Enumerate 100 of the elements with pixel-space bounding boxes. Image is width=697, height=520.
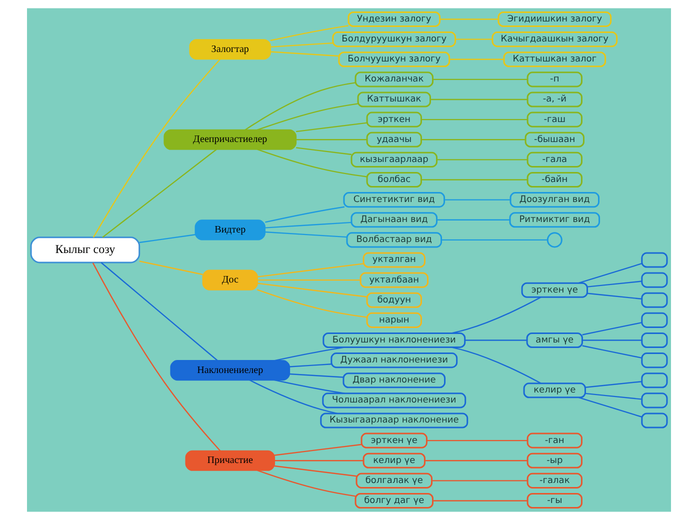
node-box: Каттышкак bbox=[356, 92, 430, 108]
node-box: -гаш bbox=[526, 112, 582, 128]
connector bbox=[450, 296, 541, 334]
connector bbox=[256, 263, 364, 278]
node-box: Доозулган вид bbox=[509, 192, 600, 208]
connector bbox=[584, 381, 642, 388]
node-box: -галак bbox=[526, 472, 582, 488]
connector bbox=[436, 219, 510, 220]
connector bbox=[92, 58, 220, 238]
connector bbox=[450, 346, 541, 384]
node-box bbox=[640, 352, 668, 368]
node-box: -ыр bbox=[526, 452, 582, 468]
connector bbox=[289, 364, 331, 368]
connector bbox=[296, 147, 352, 156]
node-box: Эгидиишкин залогу bbox=[497, 11, 612, 28]
node-box: Видтер bbox=[194, 220, 265, 240]
node-box: укталбаан bbox=[359, 272, 428, 288]
node-box bbox=[640, 372, 668, 388]
node-box bbox=[640, 332, 668, 348]
connector bbox=[420, 179, 527, 180]
node-box: Синтетиктиг вид bbox=[342, 192, 445, 208]
connector bbox=[244, 82, 356, 130]
node-box: кызыгаарлаар bbox=[350, 152, 438, 168]
node-box: Болуушкун наклонениези bbox=[322, 332, 466, 348]
connector bbox=[431, 480, 527, 482]
node-box: Болчуушкун залогу bbox=[338, 52, 450, 68]
connector bbox=[449, 58, 504, 60]
node-box: -п bbox=[526, 72, 582, 88]
connector bbox=[274, 444, 361, 456]
connector bbox=[256, 103, 358, 131]
connector bbox=[420, 118, 527, 120]
node-box: Причастие bbox=[184, 450, 275, 471]
connector bbox=[436, 159, 527, 160]
node-box: Ритмиктиг вид bbox=[508, 212, 600, 228]
connector bbox=[586, 292, 642, 300]
node-box: Кожаланчак bbox=[354, 72, 434, 88]
connector bbox=[578, 263, 642, 284]
node-box: -ган bbox=[526, 432, 582, 448]
connector bbox=[430, 98, 527, 100]
node-box: Дужаал наклонениези bbox=[330, 352, 458, 368]
node-box: Болдуруушкун залогу bbox=[332, 32, 456, 48]
node-box: -бышаан bbox=[524, 132, 584, 148]
connector bbox=[578, 396, 642, 418]
node-box: Двар наклонение bbox=[342, 372, 446, 388]
node-box bbox=[640, 392, 668, 408]
node-box: эрткен bbox=[366, 112, 422, 128]
node-box: Волбастаар вид bbox=[346, 232, 442, 248]
node-box bbox=[640, 252, 668, 268]
node-box: -гы bbox=[526, 492, 582, 509]
connector bbox=[424, 460, 527, 462]
connector bbox=[273, 346, 344, 362]
connector bbox=[273, 379, 344, 394]
connector bbox=[256, 289, 366, 318]
connector bbox=[440, 18, 498, 20]
connector bbox=[432, 500, 527, 502]
connector bbox=[270, 25, 348, 42]
node-box: бодуун bbox=[366, 292, 422, 308]
connector bbox=[582, 345, 642, 359]
connector bbox=[100, 262, 218, 362]
node-box: удаачы bbox=[366, 132, 422, 148]
node-box: болбас bbox=[366, 172, 422, 188]
node-box: Дагынаан вид bbox=[350, 212, 438, 228]
node-box: Залогтар bbox=[188, 39, 270, 60]
connector bbox=[138, 234, 195, 244]
connector bbox=[582, 322, 642, 336]
node-box: Кызыгаарлаар наклонение bbox=[320, 412, 468, 428]
connector bbox=[584, 392, 642, 400]
node-box bbox=[640, 312, 668, 328]
node-box bbox=[640, 412, 668, 428]
connector bbox=[296, 122, 367, 132]
connector bbox=[420, 139, 525, 140]
connector bbox=[138, 260, 202, 276]
connector bbox=[102, 148, 217, 238]
connector bbox=[248, 379, 337, 414]
connector bbox=[264, 231, 346, 238]
connector bbox=[274, 465, 356, 477]
connector bbox=[426, 440, 527, 442]
node-box: болгу даг үе bbox=[354, 492, 434, 509]
node-box: Чолшаарал наклонениези bbox=[322, 392, 466, 408]
connector bbox=[440, 239, 547, 241]
node-box: укталган bbox=[362, 252, 425, 268]
node-box: Наклонениелер bbox=[170, 360, 290, 381]
node-box: -а, -й bbox=[526, 92, 582, 108]
node-box: Деепричастиелер bbox=[163, 129, 296, 150]
node-box: амгы үе bbox=[526, 332, 582, 348]
connector bbox=[586, 280, 642, 288]
node-box: эрткен үе bbox=[520, 282, 588, 298]
connector bbox=[464, 340, 526, 341]
node-circle bbox=[546, 232, 562, 248]
connector bbox=[270, 51, 338, 57]
connector bbox=[257, 279, 360, 281]
connector bbox=[92, 262, 220, 452]
node-box bbox=[640, 292, 668, 308]
node-box: Кылыг созу bbox=[30, 236, 140, 264]
connector bbox=[264, 222, 351, 228]
node-box: Качыгдаашкын залогу bbox=[491, 32, 618, 48]
connector bbox=[444, 199, 510, 200]
connector bbox=[256, 148, 366, 178]
node-box: Каттышкан залог bbox=[502, 52, 606, 68]
node-box: -гала bbox=[526, 152, 582, 168]
